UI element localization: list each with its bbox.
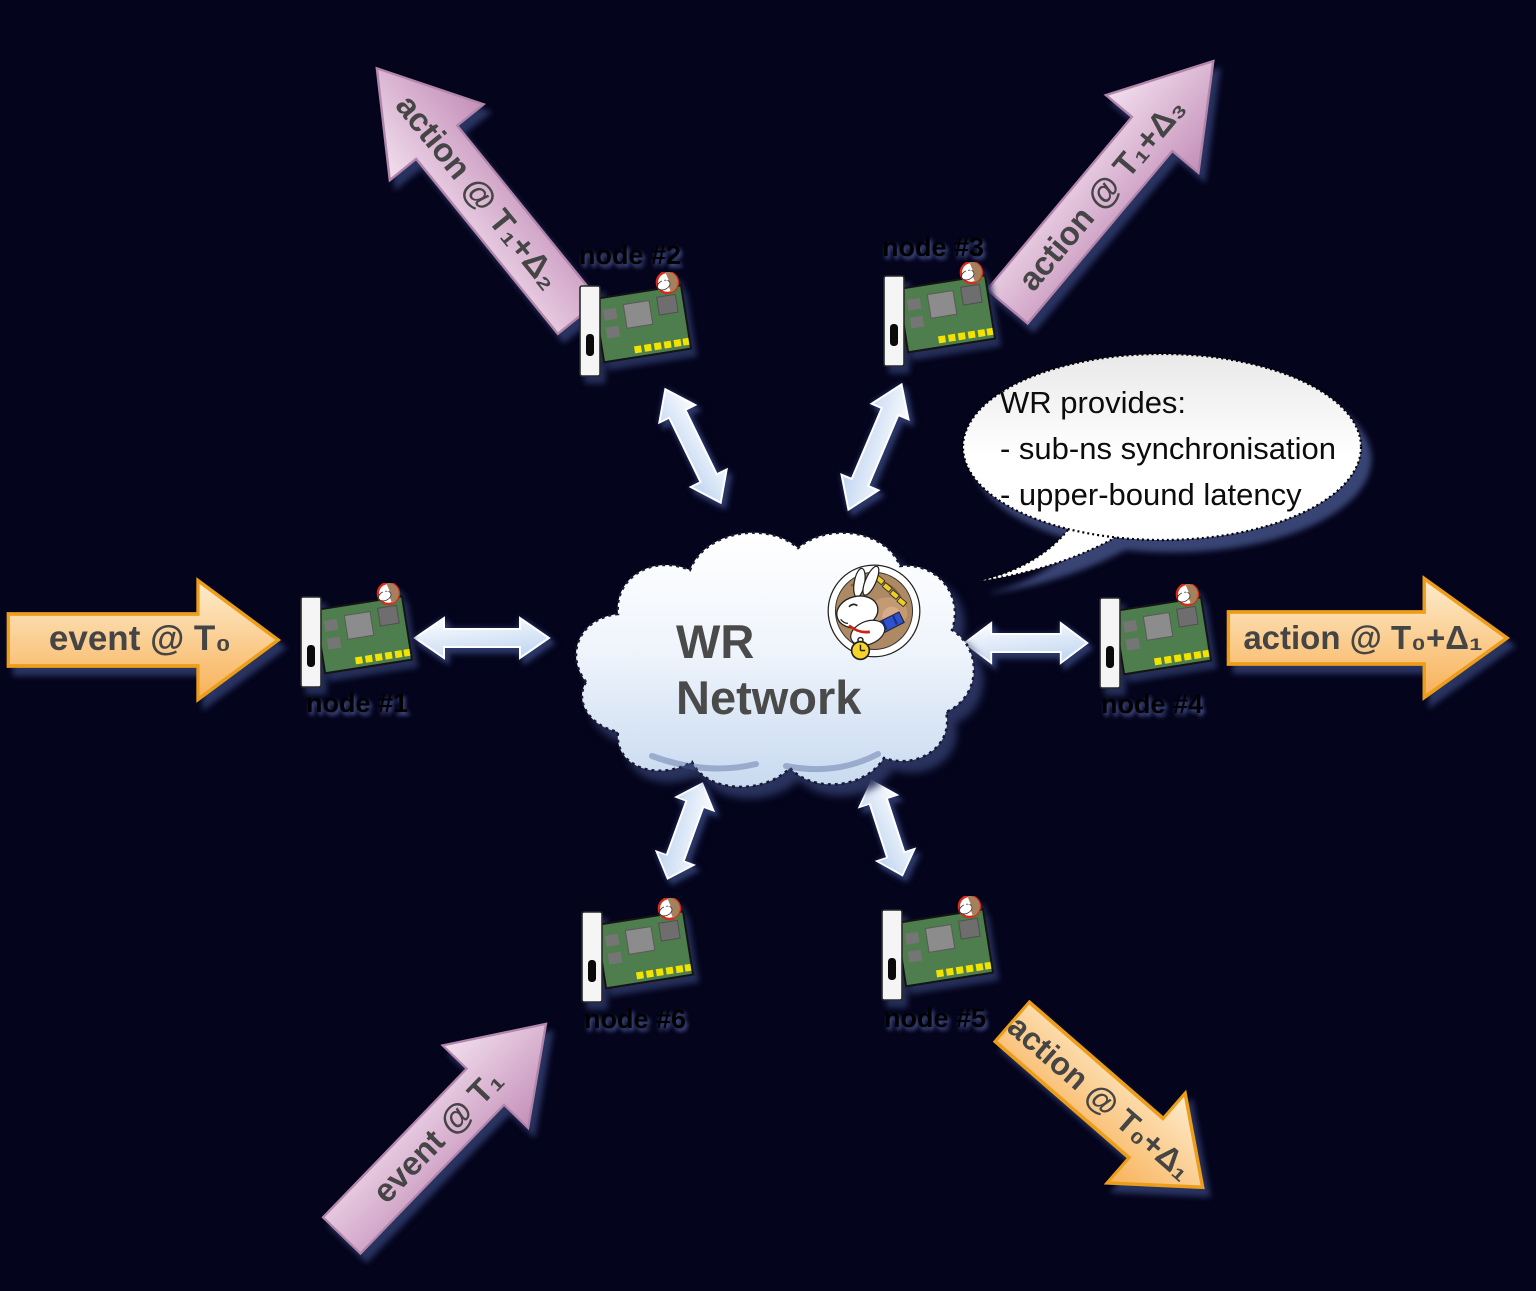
bubble-line-1: WR provides: — [1000, 385, 1187, 420]
white-rabbit-logo-icon — [820, 563, 928, 668]
bubble-text: WR provides: - sub-ns synchronisation - … — [1000, 380, 1336, 518]
link-node6-cloud — [647, 775, 791, 887]
node-2-label: node #2 — [578, 240, 682, 270]
cloud-title-line1: WR — [676, 615, 755, 668]
node-5-card — [876, 892, 996, 1011]
node-6-card — [576, 894, 696, 1013]
arrow-action-t1-d3 — [946, 21, 1276, 347]
arrow-action-t1-d2 — [312, 29, 642, 357]
node-1-card — [295, 579, 415, 698]
wr-provides-bubble — [956, 350, 1378, 600]
cloud-title: WR Network — [676, 614, 861, 726]
node-3-card — [878, 258, 998, 377]
cloud-title-line2: Network — [676, 671, 862, 724]
link-node2-cloud — [646, 379, 825, 513]
node-3-label: node #3 — [881, 232, 985, 262]
node-4-label: node #4 — [1100, 689, 1204, 719]
arrow-action-t0-d1-down — [971, 975, 1244, 1234]
bubble-line-3: - upper-bound latency — [1000, 477, 1302, 512]
arrow-event-t1 — [293, 981, 596, 1278]
node-2-card — [574, 268, 694, 387]
arrow-event-t0 — [5, 575, 283, 705]
node-1-label: node #1 — [305, 688, 409, 718]
link-node5-cloud — [851, 773, 991, 883]
node-6-label: node #6 — [583, 1004, 687, 1034]
bubble-line-2: - sub-ns synchronisation — [1000, 431, 1336, 466]
node-5-label: node #5 — [883, 1003, 987, 1033]
node-4-card — [1094, 580, 1214, 699]
